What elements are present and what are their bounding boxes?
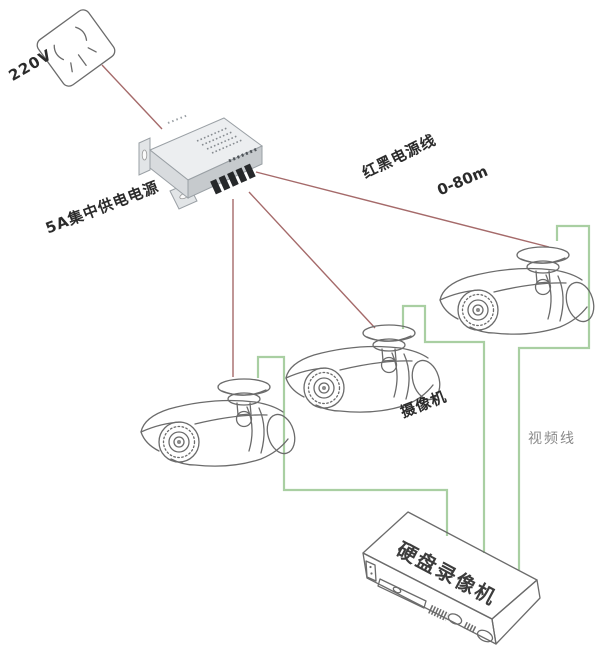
power-outlet-icon	[36, 9, 116, 87]
dvr-button-left	[447, 613, 463, 625]
dvr-icon	[362, 511, 541, 645]
power-supply-icon	[138, 114, 263, 210]
psu-vent-grid	[196, 127, 243, 154]
power-cable-lines	[101, 64, 550, 377]
dvr-connector-left	[428, 604, 449, 622]
cable-psu-to-camera-middle	[248, 191, 376, 329]
cable-camera-right-to-dvr	[517, 224, 591, 570]
dvr-connector-right	[463, 621, 477, 634]
video-cable-label: 视频线	[528, 431, 576, 447]
video-cable-lines	[256, 224, 591, 570]
cable-camera-middle-to-dvr	[401, 304, 486, 553]
dvr-button-right	[476, 629, 494, 643]
camera-right-icon	[439, 246, 599, 335]
psu-terminal-screws	[228, 147, 258, 163]
psu-top-holes	[167, 114, 189, 124]
cable-outlet-to-psu	[101, 64, 163, 130]
camera-left-icon	[140, 378, 300, 467]
cable-camera-left-to-dvr	[256, 355, 449, 536]
dvr-disc-tray	[377, 578, 427, 609]
dvr-power-switch	[365, 560, 377, 582]
cable-psu-to-camera-right	[255, 171, 550, 248]
psu-terminal-block	[210, 162, 258, 195]
